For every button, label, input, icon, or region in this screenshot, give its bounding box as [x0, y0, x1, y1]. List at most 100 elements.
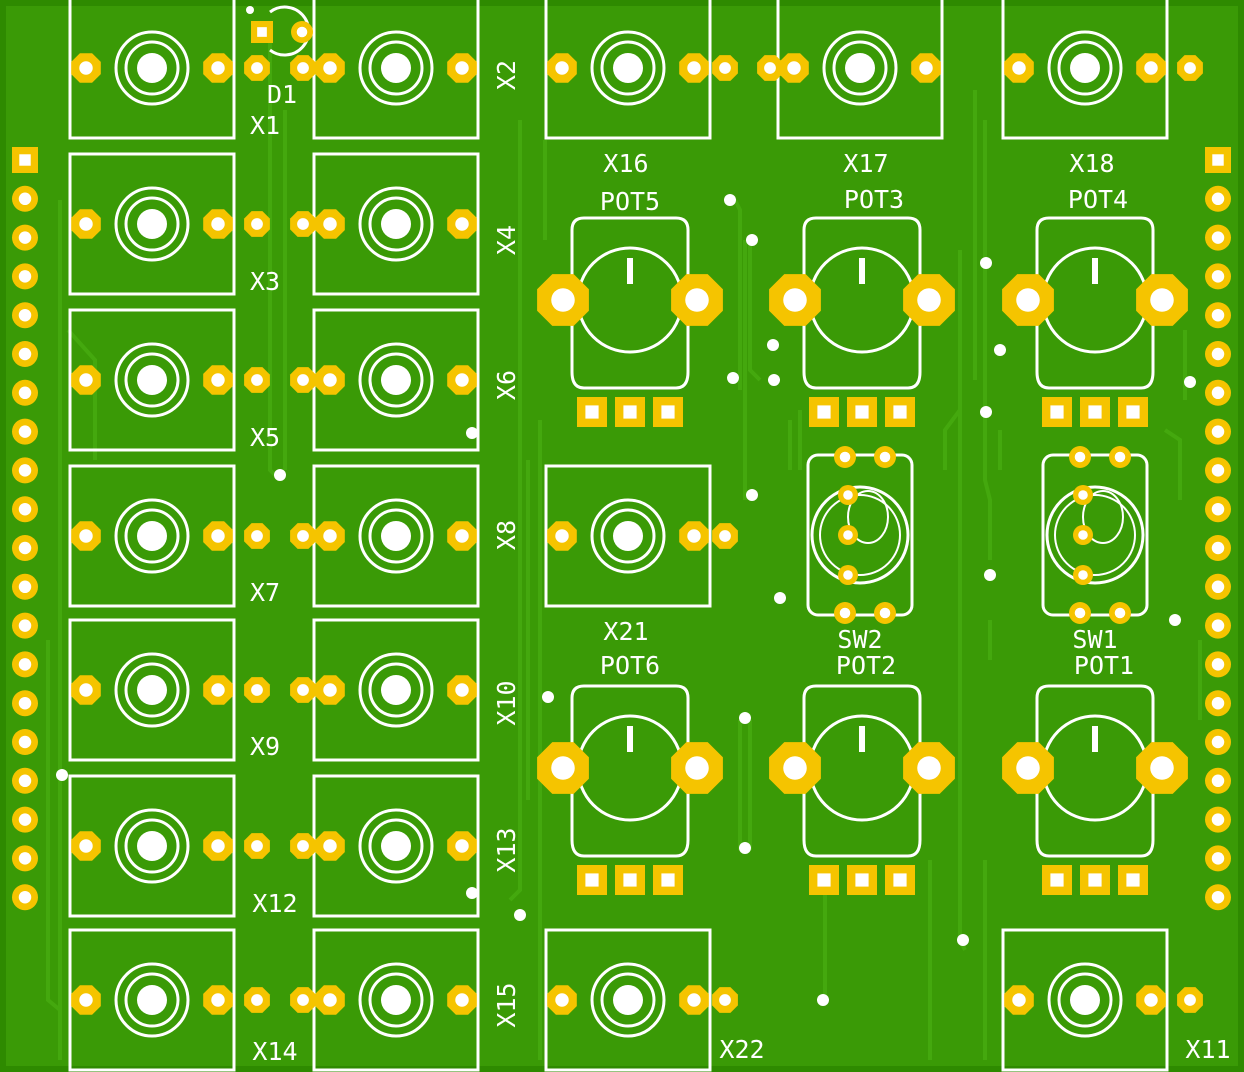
jumper-pad-drill [297, 684, 309, 696]
header-pin-drill [18, 270, 32, 283]
via [767, 339, 779, 351]
jumper-pad-drill [764, 62, 776, 74]
pot-pin-pad-drill [623, 873, 637, 887]
pot-pin-pad-drill [623, 405, 637, 419]
jack-label-x17: X17 [843, 149, 888, 178]
jack-pad-left-drill [323, 373, 337, 387]
pot-pin-pad-drill [661, 405, 675, 419]
pot-outline [1035, 216, 1155, 390]
jack-footprint [544, 928, 712, 1072]
jack-label-x18: X18 [1069, 149, 1114, 178]
jack-pad-right-drill [455, 217, 469, 231]
switch-lug-pad-drill [1114, 607, 1126, 619]
via [1169, 614, 1181, 626]
vias-layer [56, 194, 1196, 1006]
jumper-pad-drill [251, 218, 263, 230]
pot-footprint [769, 216, 955, 427]
via [739, 842, 751, 854]
jack-ring [114, 342, 190, 418]
switch-label-sw1: SW1 [1072, 625, 1117, 654]
jack-outline [1001, 0, 1169, 140]
pot-outline [802, 684, 922, 858]
jack-ring [590, 498, 666, 574]
pot-label-pot3: POT3 [844, 185, 904, 214]
jack-hole [381, 985, 411, 1015]
pot-pin-pad-drill [1088, 405, 1102, 419]
pot-mount-pad-drill [551, 756, 575, 780]
jack-hole [137, 365, 167, 395]
jack-hole [381, 521, 411, 551]
via [466, 427, 478, 439]
jumper-pad-drill [251, 684, 263, 696]
via [739, 712, 751, 724]
jack-inner-ring [832, 40, 888, 96]
pot-mount-pad-drill [783, 288, 807, 312]
header-pin-drill [18, 425, 32, 438]
switch-footprint [806, 446, 914, 624]
pot-indicator [1092, 258, 1098, 284]
header-pin-drill [1211, 852, 1225, 865]
jack-outline [1001, 928, 1169, 1072]
jack-pad-right-drill [1144, 993, 1158, 1007]
jack-inner-ring [124, 662, 180, 718]
jack-outline [68, 928, 236, 1072]
switches-layer [806, 446, 1149, 624]
via [984, 569, 996, 581]
header-pin-drill [1211, 192, 1225, 206]
jumper-pad-drill [251, 530, 263, 542]
trace [508, 120, 522, 902]
diode-cathode-pad-drill [257, 27, 267, 37]
pot-label-pot5: POT5 [600, 187, 660, 216]
header-pin-drill [1211, 580, 1225, 594]
jack-footprint [312, 618, 480, 762]
jack-label-x11: X11 [1185, 1035, 1230, 1064]
via [466, 887, 478, 899]
header-pin-drill [1211, 270, 1225, 283]
jack-ring [358, 342, 434, 418]
pot-indicator [859, 258, 865, 284]
jack-inner-ring [600, 972, 656, 1028]
via [746, 489, 758, 501]
jack-label-x6: X6 [492, 370, 521, 400]
pot-pin-pad-drill [893, 405, 907, 419]
jack-inner-ring [368, 508, 424, 564]
switch-body [810, 485, 910, 585]
pot-mount-pad-drill [685, 288, 709, 312]
jack-ring [358, 186, 434, 262]
jack-pad-right-drill [211, 839, 225, 853]
header-pin-drill [1211, 425, 1225, 438]
header-pin-drill [18, 308, 32, 322]
jack-ring [358, 808, 434, 884]
jack-label-x13: X13 [492, 827, 521, 872]
jumper-pad-drill [297, 530, 309, 542]
jack-inner-ring [368, 196, 424, 252]
pot-pin-pad-drill [1088, 873, 1102, 887]
pot-indicator [859, 726, 865, 752]
jack-label-x12: X12 [252, 889, 297, 918]
pot-outline [802, 216, 922, 390]
trace [1163, 428, 1182, 500]
jack-pad-left-drill [323, 217, 337, 231]
jack-outline [68, 152, 236, 296]
jumper-pad-drill [297, 62, 309, 74]
header-pin-drill [18, 696, 32, 710]
jack-pad-right-drill [211, 529, 225, 543]
pot-mount-pad-drill [551, 288, 575, 312]
header-pin-drill [18, 231, 32, 244]
jack-pad-right-drill [455, 993, 469, 1007]
pot-pin-pad-drill [585, 405, 599, 419]
jack-pad-left-drill [79, 993, 93, 1007]
header-pin-drill [1211, 813, 1225, 826]
jack-inner-ring [124, 352, 180, 408]
jack-outline [544, 464, 712, 608]
jack-hole [613, 521, 643, 551]
jack-footprint [312, 152, 480, 296]
jack-pad-right-drill [455, 373, 469, 387]
pot-label-pot4: POT4 [1068, 185, 1128, 214]
header-pin-drill [1211, 347, 1225, 361]
jumper-pad-drill [251, 374, 263, 386]
trace [733, 199, 742, 390]
jack-ring [114, 498, 190, 574]
switch-lever [1082, 490, 1124, 544]
